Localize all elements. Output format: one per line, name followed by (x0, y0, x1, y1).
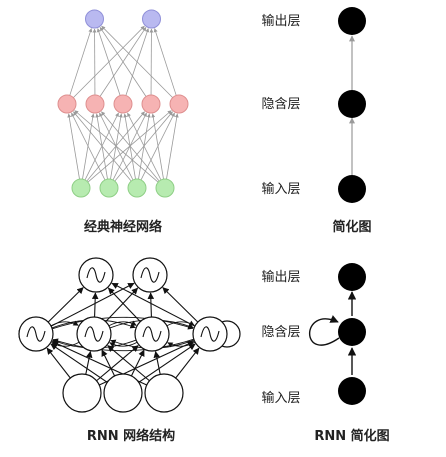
input-node (338, 175, 366, 203)
rnn-edge (130, 349, 145, 377)
classic-edge (67, 113, 80, 180)
simplified-diagram: 输出层 隐含层 输入层 (261, 7, 366, 203)
classic-input-node (155, 178, 175, 198)
classic-edge (99, 26, 147, 97)
classic-hidden-node (57, 94, 77, 114)
rnn-recurrent-edge (52, 316, 194, 330)
rnn-input-node (62, 373, 102, 413)
rnn-edge (50, 343, 108, 383)
rnn-edge (46, 347, 71, 379)
rnn-edge (101, 349, 116, 377)
activation-curve (200, 326, 220, 342)
classic-edge (74, 110, 159, 183)
rnn-edge (162, 287, 199, 323)
rnn-input-node (338, 377, 366, 405)
classic-nn (57, 9, 189, 198)
classic-edge (101, 111, 160, 182)
rnn-edge (50, 282, 135, 327)
caption-rnn-structure: RNN 网络结构 (87, 428, 175, 444)
classic-hidden-node (169, 94, 189, 114)
classic-edge (71, 112, 106, 181)
hidden-node (338, 90, 366, 118)
rnn-edge (153, 350, 161, 375)
classic-edge (166, 113, 179, 180)
rnn-edge (96, 345, 139, 382)
classic-input-node (127, 178, 147, 198)
classic-hidden-node (141, 94, 161, 114)
caption-classic-nn: 经典神经网络 (84, 219, 162, 235)
rnn-edges (46, 282, 200, 386)
rnn-output-node (338, 263, 366, 291)
rnn-edge (111, 282, 196, 327)
rnn-nodes (18, 257, 241, 413)
rnn-recurrent-edge (167, 341, 196, 348)
rnn-label-output-layer: 输出层 (261, 269, 300, 285)
rnn-edge (175, 347, 200, 379)
rnn-label-input-layer: 输入层 (261, 390, 300, 406)
activation-curve (140, 267, 160, 283)
classic-hidden-node (113, 94, 133, 114)
rnn-recurrent-edge (166, 320, 195, 327)
classic-hidden-node (85, 94, 105, 114)
classic-nn-nodes (57, 9, 189, 198)
rnn-input-node (103, 373, 143, 413)
rnn-edge (138, 343, 196, 383)
classic-edge (101, 25, 173, 98)
activation-curve (142, 326, 162, 342)
classic-edge (69, 28, 93, 96)
rnn-recurrent-edge (108, 320, 137, 327)
label-input-layer: 输入层 (261, 181, 300, 197)
rnn-label-hidden-layer: 隐含层 (261, 324, 300, 340)
rnn-edge (107, 345, 150, 382)
rnn-edge (85, 350, 93, 375)
label-hidden-layer: 隐含层 (261, 96, 300, 112)
activation-curve (26, 326, 46, 342)
activation-curve (84, 326, 104, 342)
rnn-edge (47, 287, 84, 323)
classic-edge (127, 112, 162, 181)
classic-edge (153, 28, 177, 96)
output-node (338, 7, 366, 35)
rnn-self-loop (309, 315, 340, 346)
rnn-structure (18, 257, 241, 413)
rnn-edge (107, 287, 141, 323)
rnn-input-node (144, 373, 184, 413)
label-output-layer: 输出层 (261, 13, 300, 29)
classic-input-node (71, 178, 91, 198)
rnn-edge (91, 292, 99, 318)
classic-nn-edges (67, 25, 179, 183)
rnn-edge (147, 292, 155, 318)
activation-curve (86, 267, 106, 283)
rnn-recurrent-edge (52, 338, 194, 352)
caption-rnn-simplified: RNN 简化图 (314, 428, 389, 444)
rnn-hidden-node (338, 318, 366, 346)
rnn-recurrent-edge (50, 320, 79, 327)
rnn-simplified-diagram: 输出层 隐含层 输入层 (261, 263, 366, 406)
classic-edge (73, 111, 132, 182)
classic-input-node (99, 178, 119, 198)
classic-edge (151, 113, 164, 180)
classic-output-node (85, 9, 104, 29)
caption-simplified: 简化图 (332, 219, 371, 235)
rnn-edge (105, 287, 139, 323)
classic-edge (96, 28, 121, 96)
classic-output-node (142, 9, 161, 29)
